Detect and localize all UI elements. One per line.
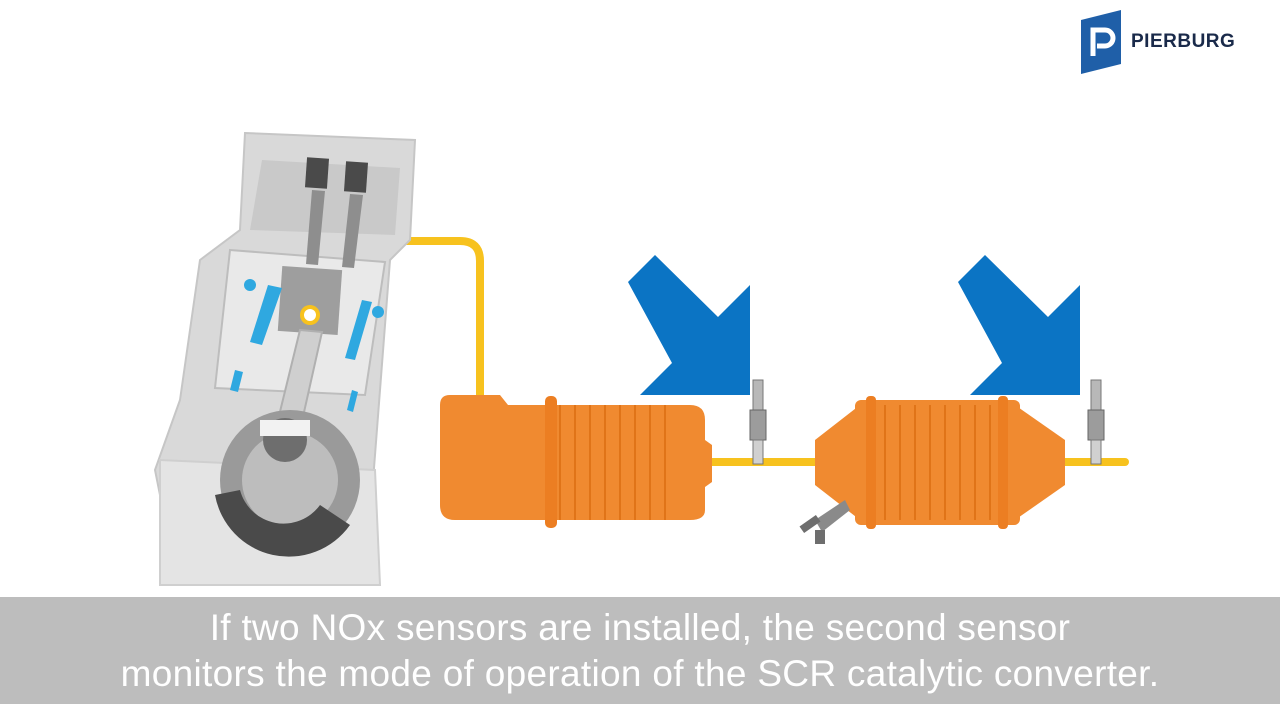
- nox-sensor-2: [1087, 379, 1105, 465]
- brand-name: PIERBURG: [1131, 31, 1236, 52]
- subtitle-bar: If two NOx sensors are installed, the se…: [0, 597, 1280, 704]
- nox-sensor-1: [749, 379, 767, 465]
- scr-catalytic-converter: [815, 396, 1065, 529]
- coolant-channel: [250, 285, 282, 345]
- pierburg-logo: PIERBURG: [1079, 8, 1235, 76]
- arrow-icon: [958, 255, 1080, 395]
- piston: [277, 265, 343, 336]
- arrow-icon: [628, 255, 750, 395]
- urea-injector-icon: [799, 500, 850, 544]
- subtitle-line-1: If two NOx sensors are installed, the se…: [209, 606, 1071, 648]
- subtitle-line-2: monitors the mode of operation of the SC…: [120, 652, 1160, 694]
- pierburg-logo-icon: [1081, 10, 1121, 74]
- engine-cross-section: [153, 131, 417, 586]
- catalytic-converter: [440, 395, 712, 528]
